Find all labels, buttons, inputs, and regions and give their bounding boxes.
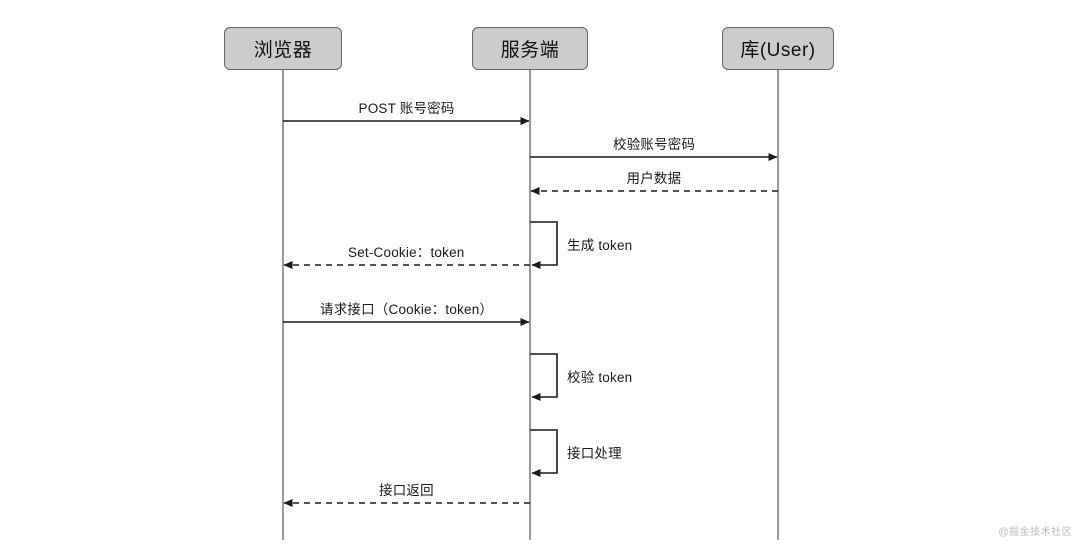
self-call-label-s1: 生成 token	[567, 237, 633, 253]
self-calls-group	[530, 221, 558, 477]
message-label-m1: POST 账号密码	[358, 101, 455, 116]
participant-label: 库(User)	[740, 40, 816, 61]
participant-db[interactable]: 库(User)	[722, 27, 834, 70]
message-label-m3: 用户数据	[626, 171, 682, 186]
message-label-m2: 校验账号密码	[613, 137, 696, 152]
participant-label: 服务端	[500, 40, 560, 61]
self-call-label-s3: 接口处理	[567, 445, 622, 461]
watermark: @掘金技术社区	[998, 527, 1072, 538]
self-call-label-s2: 校验 token	[567, 369, 633, 385]
message-label-m5: 请求接口（Cookie：token）	[320, 302, 494, 317]
messages-group	[283, 117, 778, 507]
lifelines-group	[282, 70, 779, 540]
message-label-m6: 接口返回	[379, 483, 434, 498]
participant-label: 浏览器	[253, 40, 313, 61]
self-call-path-s3	[530, 429, 558, 477]
message-label-m4: Set-Cookie：token	[348, 245, 465, 260]
participant-browser[interactable]: 浏览器	[224, 27, 342, 70]
self-call-path-s1	[530, 221, 558, 269]
self-call-path-s2	[530, 353, 558, 401]
participant-server[interactable]: 服务端	[472, 27, 588, 70]
